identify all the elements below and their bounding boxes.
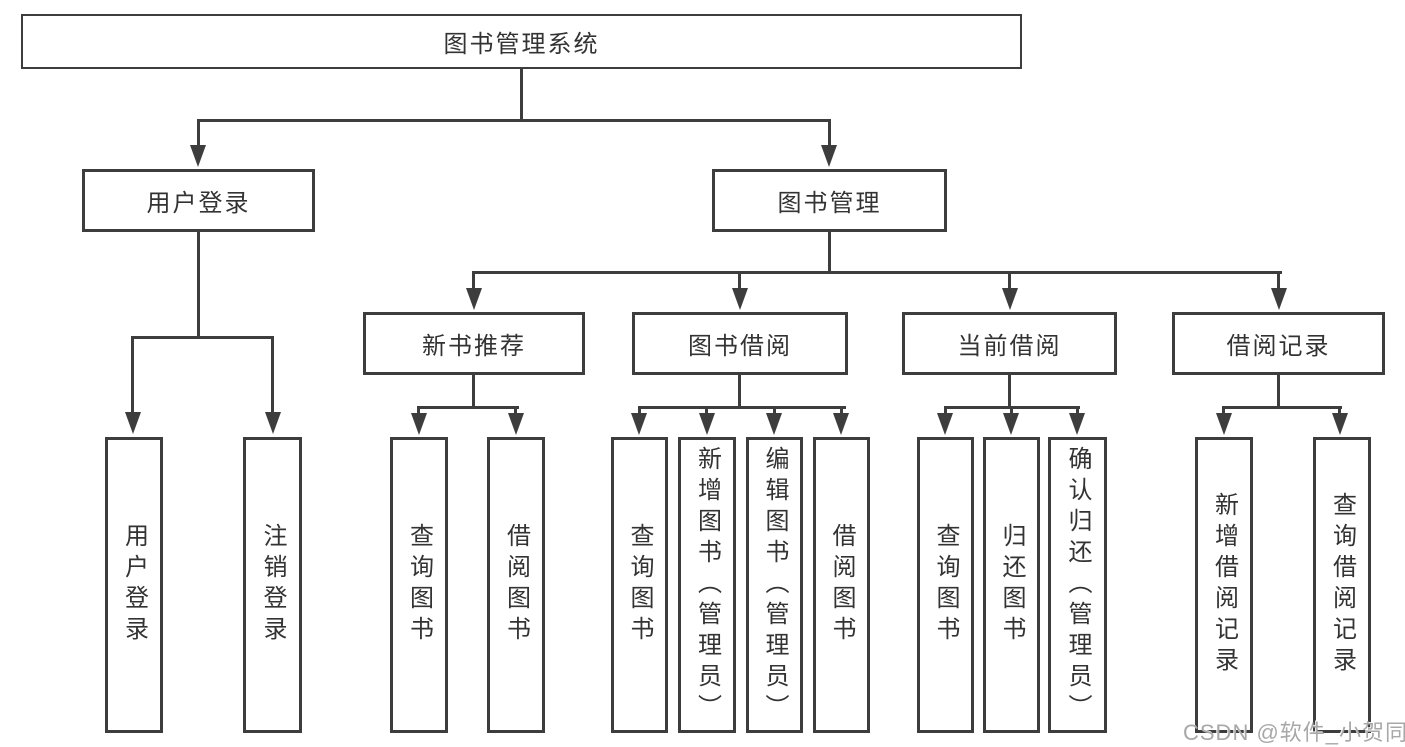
connector-line — [1008, 375, 1011, 409]
node-new-book-recommendation: 新书推荐 — [363, 312, 585, 375]
connector-line — [417, 409, 420, 415]
leaf-logout: 注销登录 — [243, 437, 302, 733]
node-current-borrowing: 当前借阅 — [902, 312, 1117, 375]
connector-line — [738, 375, 741, 409]
connector-line — [1338, 409, 1341, 415]
connector-line — [131, 336, 274, 339]
arrow-down-icon — [1069, 413, 1085, 435]
arrow-down-icon — [699, 413, 715, 435]
connector-line — [1277, 274, 1280, 289]
connector-line — [1222, 406, 1342, 409]
connector-line — [738, 274, 741, 289]
leaf-query-books: 查询图书 — [611, 437, 668, 733]
leaf-query-books: 查询图书 — [917, 437, 974, 733]
leaf-confirm-return-admin: 确认归还（管理员） — [1048, 437, 1107, 733]
connector-line — [472, 274, 475, 289]
connector-line — [840, 409, 843, 415]
connector-line — [197, 232, 200, 338]
node-book-borrowing: 图书借阅 — [632, 312, 848, 375]
connector-line — [197, 122, 200, 147]
arrow-down-icon — [821, 145, 837, 167]
arrow-down-icon — [466, 288, 482, 310]
leaf-add-book-admin: 新增图书（管理员） — [678, 437, 736, 733]
arrow-down-icon — [1002, 288, 1018, 310]
arrow-down-icon — [1271, 288, 1287, 310]
csdn-watermark: CSDN @软件_小贺同学 — [1183, 720, 1405, 745]
arrow-down-icon — [766, 413, 782, 435]
connector-line — [1008, 274, 1011, 289]
leaf-add-borrow-record: 新增借阅记录 — [1195, 437, 1253, 733]
connector-line — [828, 122, 831, 147]
arrow-down-icon — [411, 413, 427, 435]
arrow-down-icon — [631, 413, 647, 435]
connector-line — [131, 339, 134, 414]
connector-line — [944, 409, 947, 415]
connector-line — [705, 409, 708, 415]
connector-line — [828, 232, 831, 273]
connector-line — [638, 406, 846, 409]
arrow-down-icon — [732, 288, 748, 310]
leaf-return-book: 归还图书 — [983, 437, 1040, 733]
leaf-query-books: 查询图书 — [390, 437, 448, 733]
leaf-query-borrow-record: 查询借阅记录 — [1313, 437, 1371, 733]
arrow-down-icon — [1216, 413, 1232, 435]
connector-line — [417, 406, 519, 409]
arrow-down-icon — [1003, 413, 1019, 435]
node-borrowing-records: 借阅记录 — [1172, 312, 1385, 375]
leaf-borrow-books: 借阅图书 — [487, 437, 545, 733]
connector-line — [1277, 375, 1280, 409]
connector-line — [773, 409, 776, 415]
connector-line — [520, 69, 523, 121]
connector-line — [1010, 409, 1013, 415]
leaf-borrow-books: 借阅图书 — [813, 437, 870, 733]
arrow-down-icon — [508, 413, 524, 435]
arrow-down-icon — [265, 412, 281, 434]
node-book-management: 图书管理 — [712, 169, 947, 232]
connector-line — [514, 409, 517, 415]
connector-line — [271, 339, 274, 414]
arrow-down-icon — [190, 145, 206, 167]
node-user-login: 用户登录 — [82, 169, 315, 232]
leaf-user-login: 用户登录 — [105, 437, 163, 733]
connector-line — [197, 119, 831, 122]
arrow-down-icon — [1332, 413, 1348, 435]
connector-line — [638, 409, 641, 415]
connector-line — [1222, 409, 1225, 415]
arrow-down-icon — [125, 412, 141, 434]
arrow-down-icon — [937, 413, 953, 435]
connector-line — [472, 271, 1282, 274]
leaf-edit-book-admin: 编辑图书（管理员） — [746, 437, 803, 733]
node-library-system: 图书管理系统 — [21, 14, 1022, 69]
arrow-down-icon — [833, 413, 849, 435]
connector-line — [1076, 409, 1079, 415]
connector-line — [944, 406, 1080, 409]
connector-line — [472, 375, 475, 409]
